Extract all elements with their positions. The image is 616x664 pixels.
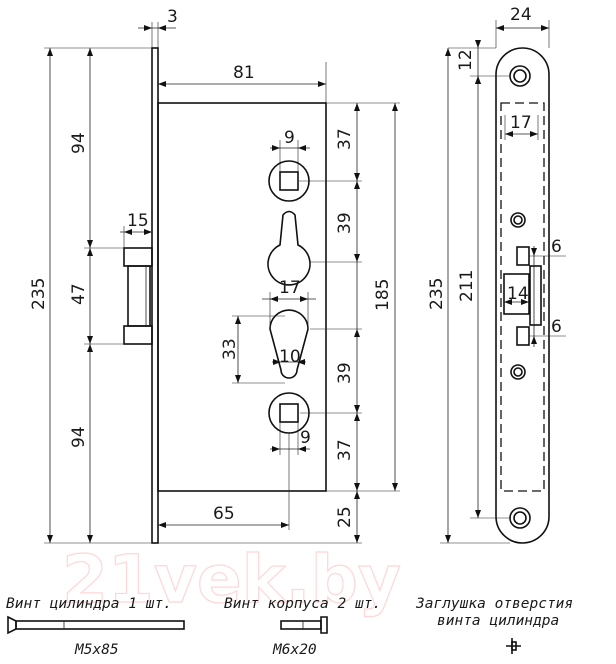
dim-81: 81 <box>233 63 255 83</box>
dim-6-upper: 6 <box>551 237 562 257</box>
dim-211: 211 <box>457 270 477 302</box>
side-dimension-labels: 3 81 9 37 39 185 17 33 10 39 9 37 65 25 … <box>29 7 393 528</box>
plug-title-line1: Заглушка отверстия <box>415 596 573 612</box>
body-screw: Винт корпуса 2 шт. M6x20 <box>224 596 381 658</box>
faceplate-view: 24 12 17 235 211 14 6 6 <box>427 5 566 544</box>
body-cutout-dashed <box>500 102 545 492</box>
dim-185: 185 <box>373 279 393 311</box>
latch-bolt <box>123 247 153 345</box>
dim-65: 65 <box>213 504 235 524</box>
body-screw-title: Винт корпуса 2 шт. <box>224 596 381 612</box>
dim-33: 33 <box>220 338 240 360</box>
dim-47: 47 <box>69 283 89 305</box>
cylinder-profile <box>269 309 309 379</box>
faceplate-side-strip <box>151 47 159 544</box>
dim-37-lower: 37 <box>335 439 355 461</box>
dim-10: 10 <box>279 347 301 367</box>
dim-39-lower: 39 <box>335 362 355 384</box>
dim-39-upper: 39 <box>335 212 355 234</box>
side-view: 3 81 9 37 39 185 17 33 10 39 9 37 65 25 … <box>29 7 400 544</box>
dim-3: 3 <box>167 7 178 27</box>
dim-25: 25 <box>335 506 355 528</box>
watermark-logo: 21vek.by <box>62 541 401 618</box>
dim-94-lower: 94 <box>69 426 89 448</box>
cylinder-hole-plug: Заглушка отверстия винта цилиндра <box>415 596 573 654</box>
dim-235-left: 235 <box>29 278 49 310</box>
dim-17-cutout: 17 <box>510 113 532 133</box>
dim-6-lower: 6 <box>551 317 562 337</box>
lower-pin-hole <box>510 364 526 380</box>
dim-24: 24 <box>510 5 532 25</box>
top-screw-hole <box>509 65 531 87</box>
plug-title-line2: винта цилиндра <box>437 613 559 629</box>
dim-15: 15 <box>127 211 149 231</box>
dim-235-right: 235 <box>427 278 447 310</box>
faceplate-arrowheads <box>445 25 549 543</box>
lock-body-outline <box>157 102 327 492</box>
cylinder-screw-title: Винт цилиндра 1 шт. <box>6 596 172 612</box>
cylinder-screw-size: M5x85 <box>74 642 119 658</box>
faceplate-dimension-labels: 24 12 17 235 211 14 6 6 <box>427 5 562 337</box>
dim-17-cylinder: 17 <box>279 278 301 298</box>
faceplate-outline <box>495 47 550 544</box>
dim-9-lower: 9 <box>300 428 311 448</box>
cylinder-screw: Винт цилиндра 1 шт. M5x85 <box>6 596 185 658</box>
dim-9-upper: 9 <box>284 128 295 148</box>
side-dimension-lines <box>44 22 400 544</box>
keyhole <box>267 210 311 286</box>
upper-pin-hole <box>510 212 526 228</box>
bottom-screw-hole <box>509 507 531 529</box>
dim-94-upper: 94 <box>69 132 89 154</box>
dim-12: 12 <box>456 49 476 71</box>
dim-14: 14 <box>507 284 529 304</box>
dim-37-upper: 37 <box>335 128 355 150</box>
body-screw-size: M6x20 <box>272 642 317 658</box>
side-arrowheads <box>47 25 398 543</box>
